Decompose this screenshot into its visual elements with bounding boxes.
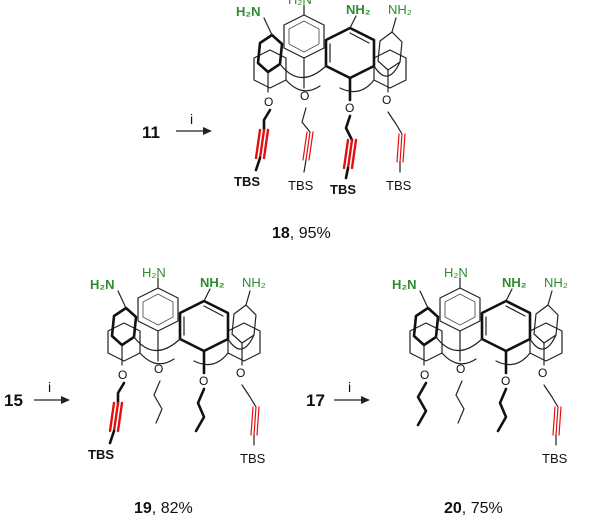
amine-12: NH₂ (544, 275, 568, 290)
yield-20: , 75% (462, 500, 503, 517)
oxygen-8: O (236, 366, 245, 380)
reaction-arrow-1-head (203, 127, 212, 135)
amine-7-bold: NH₂ (200, 275, 225, 290)
amine-6: H₂N (142, 265, 166, 280)
tbs-4: TBS (386, 178, 412, 193)
reaction-2: 15 i H₂N H₂N NH₂ NH₂ O O O O TBS (4, 265, 266, 517)
yield-19: , 82% (152, 500, 193, 517)
amine-11-bold: NH₂ (502, 275, 527, 290)
amine-1-bold: H₂N (236, 4, 261, 19)
compound-19-number: 19 (134, 500, 152, 517)
product-18-label: 18, 95% (272, 225, 331, 242)
oxygen-11: O (501, 374, 510, 388)
compound-20-number: 20 (444, 500, 462, 517)
reaction-arrow-2-head (61, 396, 70, 404)
reagent-i-3: i (348, 379, 351, 395)
amine-10: H₂N (444, 265, 468, 280)
amine-4: NH₂ (388, 2, 412, 17)
compound-11-label: 11 (142, 123, 160, 142)
oxygen-6: O (154, 362, 163, 376)
reaction-arrow-3-head (361, 396, 370, 404)
oxygen-9: O (420, 368, 429, 382)
tbs-7: TBS (542, 451, 568, 466)
tbs-6: TBS (240, 451, 266, 466)
oxygen-12: O (538, 366, 547, 380)
tbs-3: TBS (330, 182, 356, 197)
oxygen-1: O (264, 95, 273, 109)
product-20-label: 20, 75% (444, 500, 503, 517)
oxygen-5: O (118, 368, 127, 382)
amine-2: H₂N (288, 0, 312, 7)
tbs-1: TBS (234, 174, 260, 189)
molecule-20: H₂N H₂N NH₂ NH₂ O O O O TBS (392, 265, 568, 466)
amine-3-bold: NH₂ (346, 2, 371, 17)
oxygen-3: O (345, 101, 354, 115)
compound-15-label: 15 (4, 391, 23, 410)
amine-9-bold: H₂N (392, 277, 417, 292)
tbs-5: TBS (88, 447, 114, 462)
oxygen-4: O (382, 93, 391, 107)
reagent-i-1: i (190, 111, 193, 127)
molecule-19: H₂N H₂N NH₂ NH₂ O O O O TBS TB (88, 265, 266, 466)
oxygen-10: O (456, 362, 465, 376)
oxygen-7: O (199, 374, 208, 388)
reagent-i-2: i (48, 379, 51, 395)
reaction-1: 11 i H₂N H₂N NH₂ NH₂ O O O O TBS (142, 0, 412, 242)
amine-8: NH₂ (242, 275, 266, 290)
yield-18: , 95% (290, 225, 331, 242)
product-19-label: 19, 82% (134, 500, 193, 517)
molecule-18: H₂N H₂N NH₂ NH₂ O O O O TBS TBS (234, 0, 412, 197)
reaction-3: 17 i H₂N H₂N NH₂ NH₂ O O O O TBS (306, 265, 568, 517)
amine-5-bold: H₂N (90, 277, 115, 292)
oxygen-2: O (300, 89, 309, 103)
compound-18-number: 18 (272, 225, 290, 242)
compound-17-label: 17 (306, 391, 325, 410)
tbs-2: TBS (288, 178, 314, 193)
